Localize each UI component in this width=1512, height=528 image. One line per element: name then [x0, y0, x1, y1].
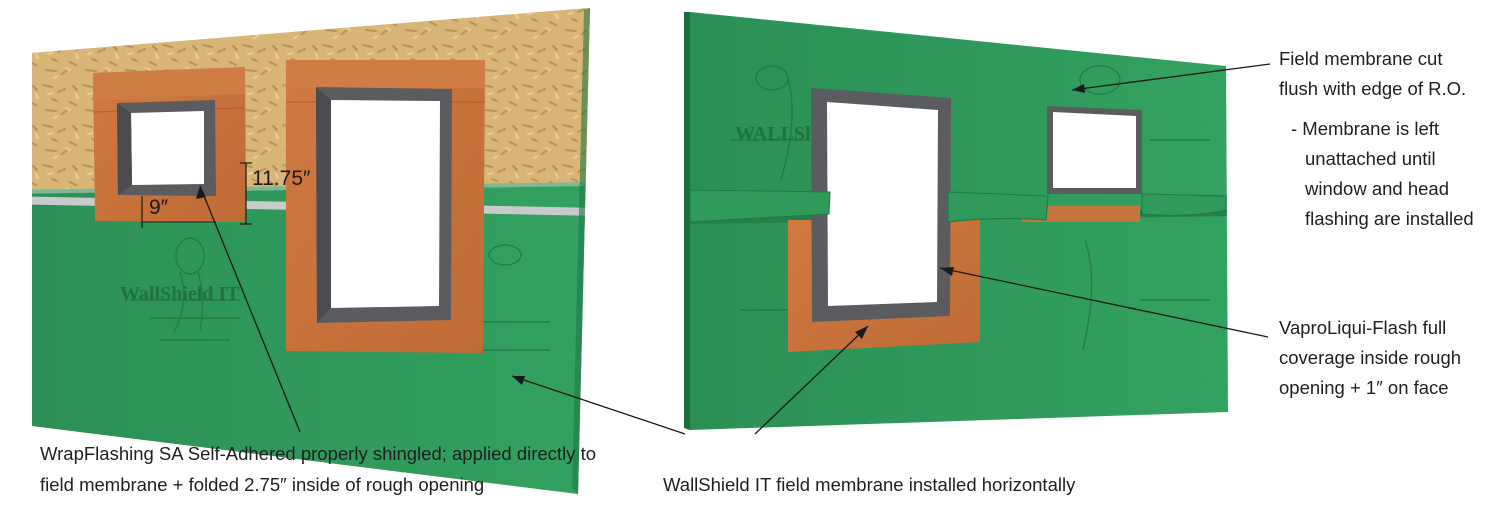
dimension-height: 11.75″: [252, 167, 311, 190]
callout-wallshield-text: WallShield IT field membrane installed h…: [663, 474, 1076, 495]
callout-liquid-flash: VaproLiqui-Flash full coverage inside ro…: [1279, 313, 1461, 403]
callout-field-cut-note3: window and head: [1305, 178, 1449, 199]
dimension-width: 9″: [149, 196, 169, 219]
callout-field-cut-note2: unattached until: [1305, 148, 1436, 169]
large-window-opening: [331, 100, 440, 308]
leader-lines: [196, 63, 1271, 435]
callout-liquid-flash-line1: VaproLiqui-Flash full: [1279, 317, 1447, 338]
callout-field-cut-note4: flashing are installed: [1305, 208, 1474, 229]
right-wall: WALLShield IT: [684, 12, 1228, 430]
callout-wrapflashing: WrapFlashing SA Self-Adhered properly sh…: [40, 438, 596, 500]
right-large-window-opening: [827, 102, 938, 306]
callout-field-cut-note1: - Membrane is left: [1291, 118, 1440, 139]
callout-wrapflashing-line1: WrapFlashing SA Self-Adhered properly sh…: [40, 443, 596, 464]
small-window-opening: [131, 111, 204, 185]
membrane-flap-right: [1141, 193, 1227, 216]
callout-wallshield: WallShield IT field membrane installed h…: [663, 469, 1075, 500]
callout-field-cut: Field membrane cut flush with edge of R.…: [1279, 44, 1474, 234]
membrane-flap-mid: [947, 191, 1049, 223]
svg-text:WallShield IT: WallShield IT: [120, 283, 240, 305]
callout-field-cut-line2: flush with edge of R.O.: [1279, 78, 1467, 99]
membrane-print: [130, 237, 550, 351]
membrane-print-right: [730, 65, 1210, 351]
callout-liquid-flash-line2: coverage inside rough: [1279, 347, 1462, 368]
dimension-lines: [141, 162, 252, 228]
right-small-window-opening: [1053, 112, 1136, 188]
left-wall: WallShield IT: [32, 8, 590, 494]
membrane-flap-left: [689, 189, 831, 223]
callout-wrapflashing-line2: field membrane + folded 2.75″ inside of …: [40, 474, 485, 495]
callout-liquid-flash-line3: opening + 1″ on face: [1279, 377, 1449, 398]
callout-field-cut-line1: Field membrane cut: [1279, 48, 1443, 69]
